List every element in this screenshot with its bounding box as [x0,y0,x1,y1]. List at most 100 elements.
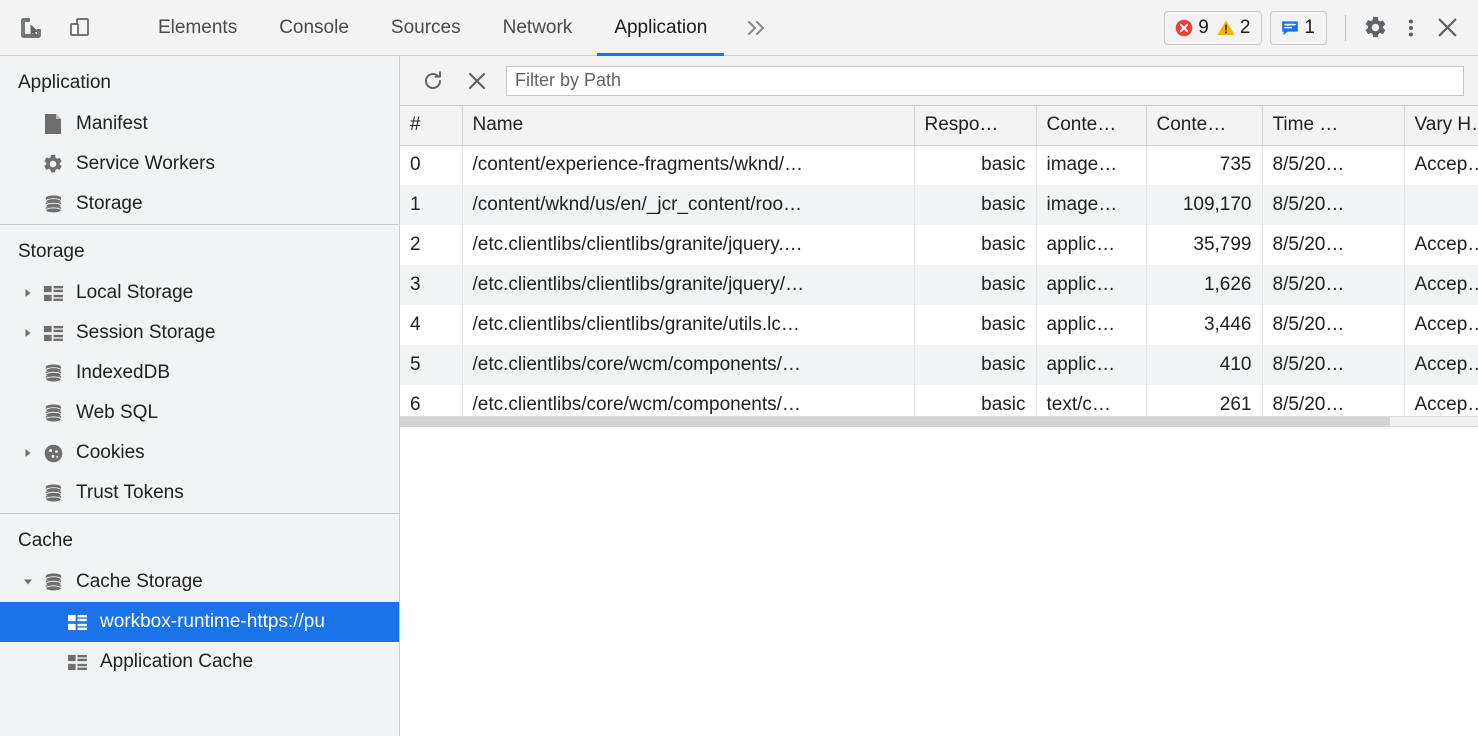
error-count: 9 [1198,17,1211,39]
message-count: 1 [1304,17,1317,39]
cell-index: 5 [400,345,462,385]
more-tabs-button[interactable] [728,0,784,55]
horizontal-scrollbar-thumb[interactable] [400,417,1390,426]
issues-counter-group[interactable]: 9 2 [1164,11,1262,45]
toolbar-divider-right [1345,15,1346,41]
inspect-element-icon [19,16,43,40]
filter-by-path-input[interactable] [506,66,1464,96]
chevron-right-icon[interactable] [18,287,38,299]
sidebar-item-service-workers[interactable]: Service Workers [0,144,399,184]
sidebar-section-title-cache: Cache [0,514,399,562]
table-row[interactable]: 2/etc.clientlibs/clientlibs/granite/jque… [400,225,1478,265]
cell-response-type: basic [914,265,1036,305]
table-row[interactable]: 6/etc.clientlibs/core/wcm/components/…ba… [400,385,1478,416]
cell-content-type: image… [1036,185,1146,225]
sidebar-item-workbox-runtime-cache[interactable]: workbox-runtime-https://pu [0,602,399,642]
warning-counter[interactable]: 2 [1216,17,1253,39]
chevron-double-right-icon [744,18,768,38]
sidebar-item-label: IndexedDB [76,362,170,384]
sidebar-item-local-storage[interactable]: Local Storage [0,273,399,313]
toolbar-left-controls [0,0,121,55]
column-header-time-cached[interactable]: Time … [1262,106,1404,145]
cell-time-cached: 8/5/20… [1262,185,1404,225]
clear-cache-button[interactable] [462,66,492,96]
cell-time-cached: 8/5/20… [1262,345,1404,385]
settings-button[interactable] [1358,11,1392,45]
chevron-right-icon[interactable] [18,327,38,339]
table-grid-icon [40,325,66,342]
table-grid-icon [64,654,90,671]
table-row[interactable]: 0/content/experience-fragments/wknd/…bas… [400,145,1478,185]
chevron-right-icon[interactable] [18,447,38,459]
table-header-row: # Name Respo… Conte… Conte… Time … Vary … [400,106,1478,145]
devtools-main-toolbar: Elements Console Sources Network Applica… [0,0,1478,56]
table-body: 0/content/experience-fragments/wknd/…bas… [400,145,1478,416]
tab-elements[interactable]: Elements [137,0,258,55]
cell-vary-header: Accep… [1404,345,1478,385]
column-header-vary-header[interactable]: Vary H… [1404,106,1478,145]
cell-vary-header: Accep… [1404,385,1478,416]
cache-entry-preview-pane [400,427,1478,736]
tab-sources[interactable]: Sources [370,0,482,55]
cache-entries-grid-wrap: # Name Respo… Conte… Conte… Time … Vary … [400,106,1478,736]
cell-content-length: 109,170 [1146,185,1262,225]
table-row[interactable]: 1/content/wknd/us/en/_jcr_content/roo…ba… [400,185,1478,225]
close-devtools-button[interactable] [1430,11,1464,45]
column-header-response-type[interactable]: Respo… [914,106,1036,145]
tab-elements-label: Elements [158,17,237,39]
sidebar-item-cache-storage[interactable]: Cache Storage [0,562,399,602]
error-circle-icon [1174,18,1194,38]
tab-network[interactable]: Network [482,0,594,55]
sidebar-item-label: Trust Tokens [76,482,184,504]
cell-time-cached: 8/5/20… [1262,145,1404,185]
chevron-down-icon[interactable] [18,576,38,588]
cell-response-type: basic [914,385,1036,416]
cell-response-type: basic [914,145,1036,185]
device-toolbar-button[interactable] [62,11,96,45]
sidebar-item-indexeddb[interactable]: IndexedDB [0,353,399,393]
refresh-icon [421,69,445,93]
message-counter[interactable]: 1 [1280,17,1317,39]
cell-index: 4 [400,305,462,345]
sidebar-item-trust-tokens[interactable]: Trust Tokens [0,473,399,513]
sidebar-item-storage[interactable]: Storage [0,184,399,224]
refresh-cache-button[interactable] [418,66,448,96]
cell-response-type: basic [914,225,1036,265]
error-counter[interactable]: 9 [1174,17,1211,39]
tab-application[interactable]: Application [593,0,728,55]
sidebar-item-label: Service Workers [76,153,215,175]
sidebar-item-application-cache[interactable]: Application Cache [0,642,399,682]
sidebar-item-manifest[interactable]: Manifest [0,104,399,144]
sidebar-item-web-sql[interactable]: Web SQL [0,393,399,433]
cell-name: /etc.clientlibs/clientlibs/granite/utils… [462,305,914,345]
cell-index: 3 [400,265,462,305]
column-header-content-type[interactable]: Conte… [1036,106,1146,145]
sidebar-section-application: Application Manifest [0,56,399,224]
cell-response-type: basic [914,305,1036,345]
cell-vary-header: Accep… [1404,145,1478,185]
column-header-index[interactable]: # [400,106,462,145]
table-row[interactable]: 5/etc.clientlibs/core/wcm/components/…ba… [400,345,1478,385]
sidebar-item-label: Cache Storage [76,571,203,593]
messages-counter-group[interactable]: 1 [1270,11,1327,45]
column-header-content-length[interactable]: Conte… [1146,106,1262,145]
cache-entries-scroll[interactable]: # Name Respo… Conte… Conte… Time … Vary … [400,106,1478,416]
cell-vary-header: Accep… [1404,305,1478,345]
database-icon [40,403,66,424]
horizontal-scrollbar[interactable] [400,416,1478,427]
cell-vary-header: Accep… [1404,265,1478,305]
more-options-button[interactable] [1394,11,1428,45]
cell-name: /etc.clientlibs/core/wcm/components/… [462,385,914,416]
sidebar-item-label: Storage [76,193,143,215]
sidebar-item-session-storage[interactable]: Session Storage [0,313,399,353]
cell-time-cached: 8/5/20… [1262,265,1404,305]
cell-content-length: 3,446 [1146,305,1262,345]
sidebar-section-cache: Cache [0,513,399,682]
tab-console[interactable]: Console [258,0,370,55]
table-row[interactable]: 4/etc.clientlibs/clientlibs/granite/util… [400,305,1478,345]
sidebar-item-cookies[interactable]: Cookies [0,433,399,473]
toolbar-right-controls: 9 2 [1164,0,1478,55]
table-row[interactable]: 3/etc.clientlibs/clientlibs/granite/jque… [400,265,1478,305]
column-header-name[interactable]: Name [462,106,914,145]
inspect-element-button[interactable] [14,11,48,45]
